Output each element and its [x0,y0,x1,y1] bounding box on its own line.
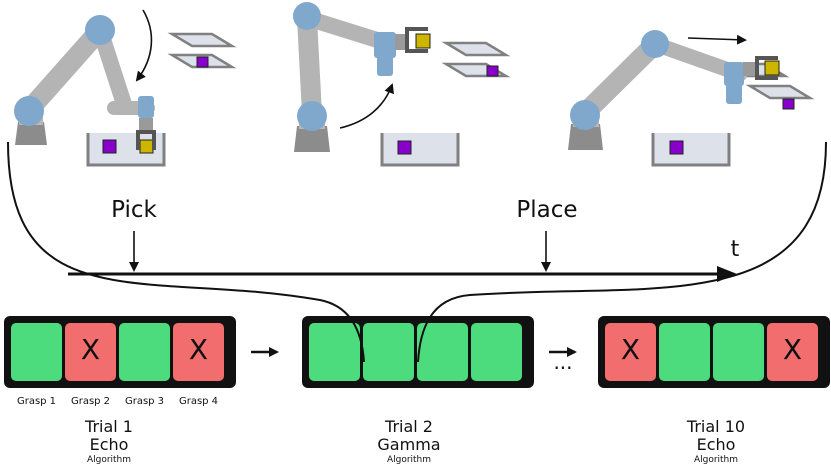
trial-algorithm-caption: Algorithm [86,455,132,465]
grasp-cell-success [471,323,522,381]
purple-object [102,139,117,154]
place-label: Place [516,197,578,223]
time-axis-label: t [730,237,740,262]
grasp-label: Grasp 3 [124,396,165,407]
trial-title: Trial 1 [85,417,133,436]
grasp-fail-mark: X [188,333,209,366]
shelf [441,41,511,78]
trial-algorithm: Echo [696,435,736,454]
yellow-object [139,139,154,154]
robot-scene-place [568,30,815,167]
grasp-cell-success [363,323,414,381]
grasp-cell-fail [65,323,116,381]
grasp-cell-success [309,323,360,381]
grasp-fail-mark: X [782,333,803,366]
trial-algorithm-caption: Algorithm [386,455,432,465]
trial-algorithm: Gamma [377,435,441,454]
trial-title: Trial 10 [686,417,746,436]
grasp-label: Grasp 1 [16,396,57,407]
pick-label: Pick [111,197,157,223]
ellipsis: ... [553,350,573,374]
grasp-cell-fail [767,323,818,381]
zoom-curve-left [7,141,365,363]
grasp-fail-mark: X [80,333,101,366]
trial-trays [4,316,830,388]
grasp-cell-fail [605,323,656,381]
grasp-cell-success [417,323,468,381]
grasp-cell-success [659,323,710,381]
zoom-curve-right [417,141,827,363]
shelf [167,32,237,69]
trial-algorithm: Echo [89,435,129,454]
grasp-fail-mark: X [620,333,641,366]
trial-algorithm-caption: Algorithm [693,455,739,465]
grasp-cell-success [11,323,62,381]
grasp-label: Grasp 4 [178,396,219,407]
robot-scene-pick [14,9,237,167]
grasp-label: Grasp 2 [70,396,111,407]
trial-title: Trial 2 [385,417,433,436]
grasp-cell-success [119,323,170,381]
robot-scene-lift [293,2,511,167]
grasp-cell-fail [173,323,224,381]
grasp-cell-success [713,323,764,381]
